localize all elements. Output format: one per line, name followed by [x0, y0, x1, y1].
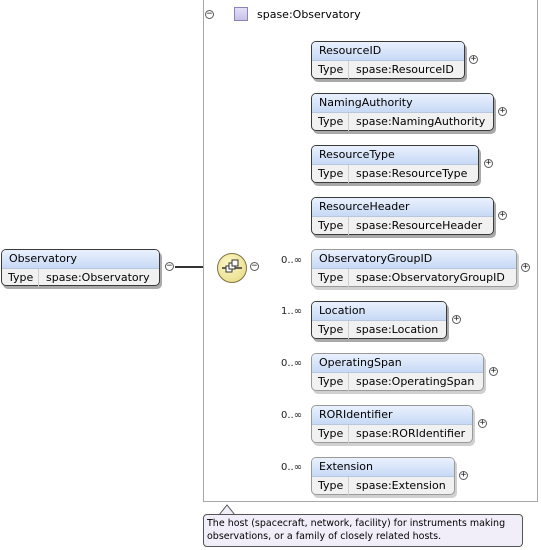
- type-value: spase:RORIdentifier: [356, 427, 466, 440]
- element-name: OperatingSpan: [312, 354, 483, 373]
- element-type-row: Type spase:Location: [312, 321, 446, 339]
- group-title: spase:Observatory: [257, 7, 361, 21]
- element-type-row: Type spase:ResourceType: [312, 165, 478, 183]
- element-name: NamingAuthority: [312, 94, 493, 113]
- type-value: spase:NamingAuthority: [356, 115, 486, 128]
- element-name: Observatory: [2, 250, 159, 269]
- type-label: Type: [312, 61, 349, 79]
- type-value: spase:ResourceID: [356, 63, 454, 76]
- element-operatingspan[interactable]: OperatingSpan Type spase:OperatingSpan: [311, 353, 484, 391]
- type-value: spase:Extension: [356, 479, 446, 492]
- element-type-row: Type spase:RORIdentifier: [312, 425, 472, 443]
- element-type-row: Type spase:ResourceID: [312, 61, 464, 79]
- occurrence-label: 0..∞: [281, 462, 303, 473]
- element-roridentifier[interactable]: RORIdentifier Type spase:RORIdentifier: [311, 405, 473, 443]
- occurrence-label: 0..∞: [281, 255, 303, 266]
- plus-circle-icon[interactable]: +: [459, 470, 468, 480]
- type-label: Type: [312, 425, 349, 443]
- element-type-row: Type spase:NamingAuthority: [312, 113, 493, 131]
- minus-circle-icon[interactable]: −: [205, 8, 214, 19]
- type-value: spase:ObservatoryGroupID: [356, 271, 505, 284]
- minus-circle-icon[interactable]: −: [165, 261, 174, 271]
- plus-circle-icon[interactable]: +: [478, 418, 487, 428]
- type-label: Type: [312, 165, 349, 183]
- type-value: spase:OperatingSpan: [356, 375, 475, 388]
- element-resourcetype[interactable]: ResourceType Type spase:ResourceType: [311, 145, 479, 183]
- element-name: ResourceID: [312, 42, 464, 61]
- occurrence-label: 0..∞: [281, 358, 303, 369]
- element-type-row: Type spase:ResourceHeader: [312, 217, 493, 235]
- occurrence-label: 0..∞: [281, 410, 303, 421]
- element-name: Extension: [312, 458, 454, 477]
- element-name: ObservatoryGroupID: [312, 250, 516, 269]
- complex-type-icon: [234, 7, 248, 21]
- element-type-row: Type spase:Extension: [312, 477, 454, 495]
- element-type-row: Type spase:OperatingSpan: [312, 373, 483, 391]
- plus-circle-icon[interactable]: +: [489, 366, 498, 376]
- element-namingauthority[interactable]: NamingAuthority Type spase:NamingAuthori…: [311, 93, 494, 131]
- element-type-row: Type spase:Observatory: [2, 269, 159, 287]
- element-name: ResourceHeader: [312, 198, 493, 217]
- documentation-tooltip: The host (spacecraft, network, facility)…: [203, 514, 523, 547]
- type-label: Type: [2, 269, 39, 287]
- type-label: Type: [312, 477, 349, 495]
- type-value: spase:Location: [356, 323, 439, 336]
- plus-circle-icon[interactable]: +: [521, 262, 530, 272]
- plus-circle-icon[interactable]: +: [498, 210, 507, 220]
- type-label: Type: [312, 113, 349, 131]
- type-label: Type: [312, 269, 349, 287]
- root-element[interactable]: Observatory Type spase:Observatory: [1, 249, 160, 287]
- element-name: ResourceType: [312, 146, 478, 165]
- element-extension[interactable]: Extension Type spase:Extension: [311, 457, 455, 495]
- sequence-compositor-icon[interactable]: [217, 253, 247, 283]
- plus-circle-icon[interactable]: +: [452, 314, 461, 324]
- element-resourceid[interactable]: ResourceID Type spase:ResourceID: [311, 41, 465, 79]
- plus-circle-icon[interactable]: +: [469, 54, 478, 64]
- element-type-row: Type spase:ObservatoryGroupID: [312, 269, 516, 287]
- group-header: − spase:Observatory: [205, 4, 361, 24]
- plus-circle-icon[interactable]: +: [498, 106, 507, 116]
- type-label: Type: [312, 373, 349, 391]
- type-value: spase:ResourceHeader: [356, 219, 483, 232]
- occurrence-label: 1..∞: [281, 306, 303, 317]
- element-resourceheader[interactable]: ResourceHeader Type spase:ResourceHeader: [311, 197, 494, 235]
- element-location[interactable]: Location Type spase:Location: [311, 301, 447, 339]
- type-value: spase:Observatory: [46, 271, 150, 284]
- element-observatorygroupid[interactable]: ObservatoryGroupID Type spase:Observator…: [311, 249, 517, 287]
- plus-circle-icon[interactable]: +: [484, 158, 493, 168]
- minus-circle-icon[interactable]: −: [250, 261, 259, 271]
- element-name: Location: [312, 302, 446, 321]
- type-label: Type: [312, 217, 349, 235]
- type-label: Type: [312, 321, 349, 339]
- type-value: spase:ResourceType: [356, 167, 468, 180]
- element-name: RORIdentifier: [312, 406, 472, 425]
